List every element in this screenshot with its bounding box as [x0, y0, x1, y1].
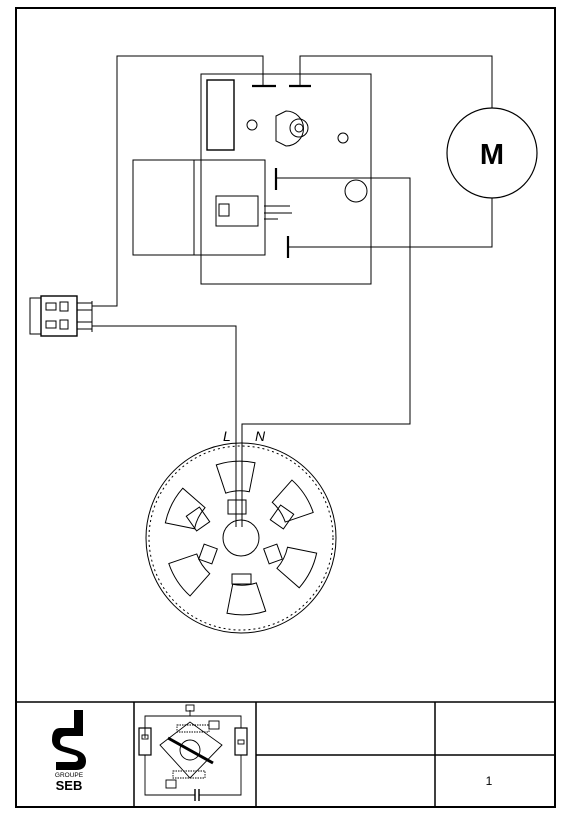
wire-neutral-to-board — [241, 177, 411, 527]
wire-motor-to-board-bottom — [288, 197, 493, 248]
thumbnail-schematic — [138, 704, 248, 801]
sheet-border — [15, 7, 556, 808]
heating-element — [145, 442, 337, 634]
wire-switch-to-board — [92, 55, 264, 307]
power-switch — [29, 295, 93, 337]
control-board — [132, 73, 372, 285]
triac-chip — [215, 195, 259, 227]
motor-label: M — [480, 139, 504, 171]
title-block — [16, 701, 555, 807]
groupe-seb-logo: GROUPE SEB — [52, 710, 86, 793]
potentiometer — [275, 110, 309, 147]
wiring — [92, 55, 493, 527]
motor: M — [446, 107, 538, 199]
transformer-block — [132, 159, 195, 256]
logo-text-bottom: SEB — [56, 778, 83, 793]
wire-live-from-switch — [92, 325, 237, 527]
element-tab — [269, 504, 295, 530]
page-number: 1 — [486, 774, 493, 788]
element-tab — [185, 506, 211, 532]
element-tab — [227, 499, 247, 515]
logo-text-top: GROUPE — [55, 772, 84, 779]
element-tab — [263, 543, 283, 565]
element-tab — [198, 543, 218, 565]
relay-block — [206, 79, 235, 151]
wire-board-to-motor-top — [299, 55, 493, 108]
element-slot — [215, 460, 256, 494]
triac-housing — [193, 159, 266, 256]
terminal-contacts — [252, 84, 311, 258]
wire-label-live: L — [223, 428, 231, 444]
capacitor-disc — [344, 179, 368, 203]
element-tab — [231, 573, 252, 585]
wire-label-neutral: N — [255, 428, 266, 444]
